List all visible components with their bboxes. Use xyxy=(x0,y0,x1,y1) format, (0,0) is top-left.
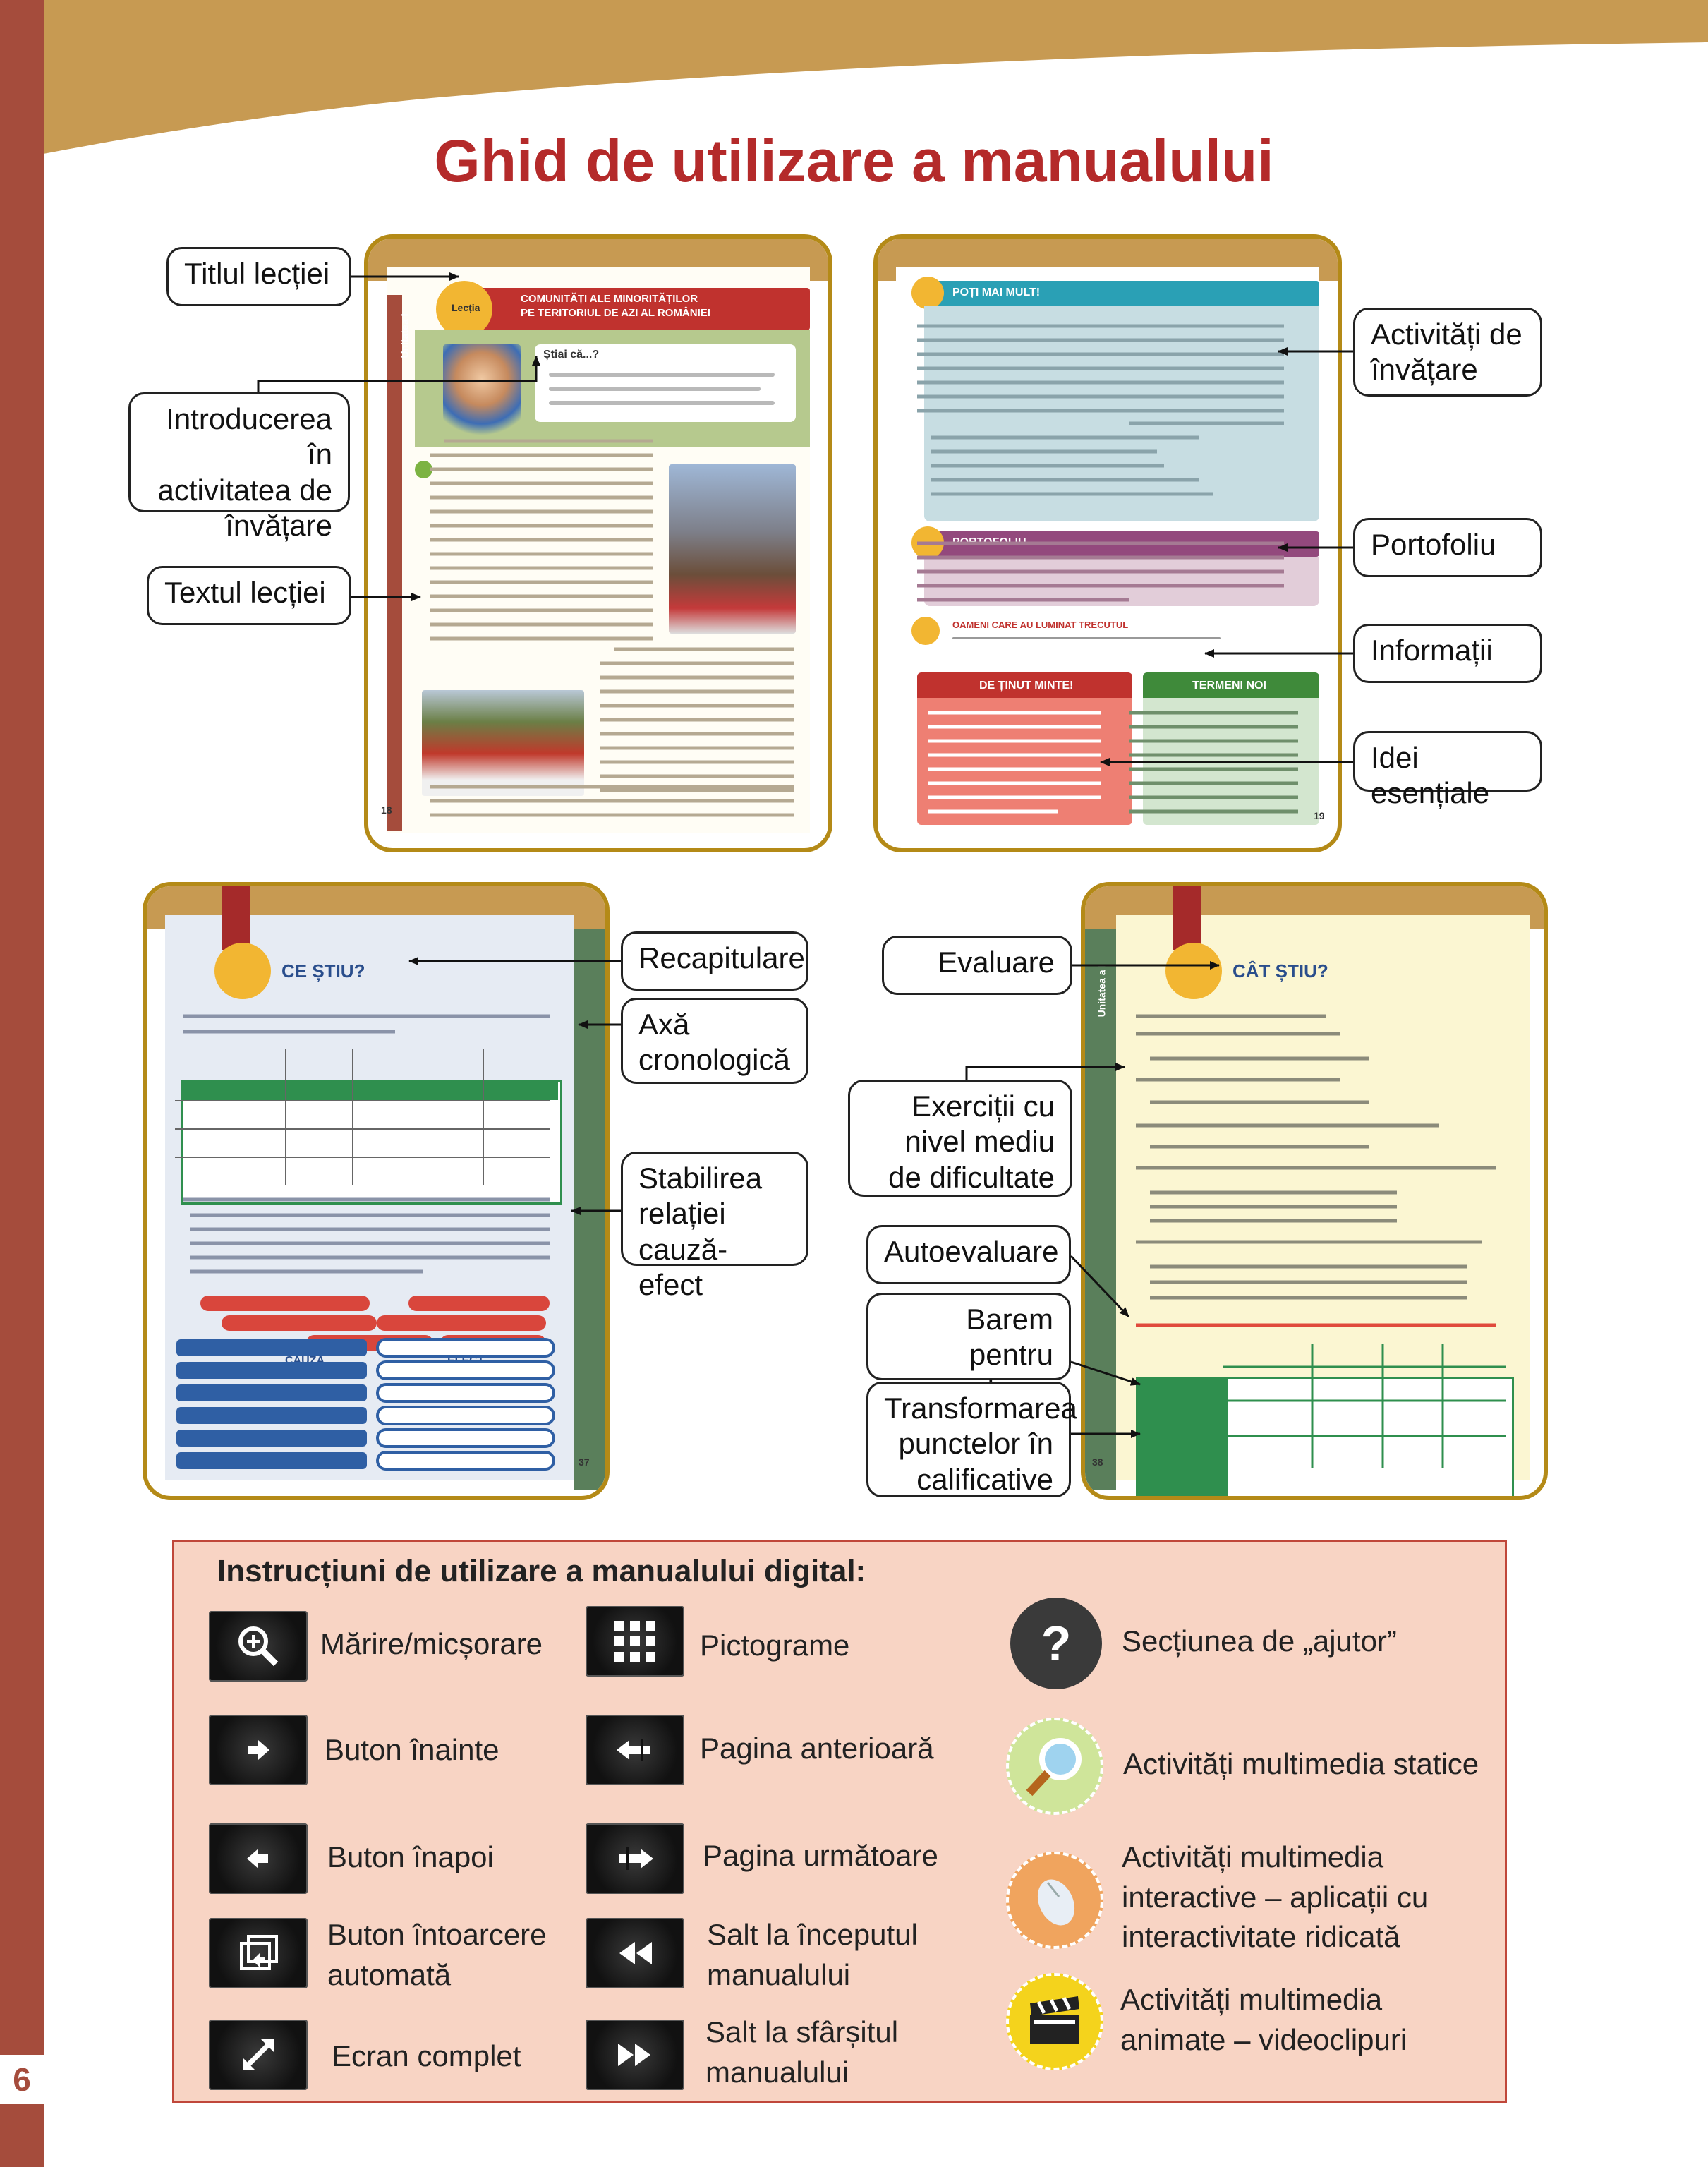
auto-return-icon[interactable] xyxy=(209,1918,308,1988)
auto-return-label: Buton întoarcere automată xyxy=(327,1918,547,1991)
callout-timeline: Axă cronologică xyxy=(621,998,808,1084)
side-bar xyxy=(0,0,44,2167)
recap-heading: CE ȘTIU? xyxy=(281,960,365,982)
digital-instructions-panel xyxy=(172,1540,1507,2103)
previous-page-icon[interactable] xyxy=(586,1715,684,1785)
fullscreen-icon[interactable] xyxy=(209,2020,308,2090)
fast-forward-label: Salt la sfârșitul manualului xyxy=(705,2015,899,2089)
callout-lesson-title: Titlul lecției xyxy=(166,247,351,306)
page-number-19: 19 xyxy=(1314,810,1325,821)
info-heading: OAMENI CARE AU LUMINAT TRECUTUL xyxy=(952,620,1129,630)
lesson-tag: Lecția xyxy=(452,302,480,313)
recap-page-mockup: CE ȘTIU? CAUZĂ EFECT xyxy=(143,882,610,1500)
rewind-label: Salt la începutul manualului xyxy=(707,1918,918,1991)
magnifier-label: Activități multimedia statice xyxy=(1123,1747,1479,1780)
next-page-icon[interactable] xyxy=(586,1823,684,1894)
cause-label: CAUZĂ xyxy=(285,1355,325,1367)
callout-cause-effect: Stabilirea relației cauză-efect xyxy=(621,1152,808,1301)
back-label: Buton înapoi xyxy=(327,1840,494,1873)
back-icon[interactable] xyxy=(209,1823,308,1894)
callout-key-ideas: Idei esențiale xyxy=(1353,731,1542,809)
previous-page-label: Pagina anterioară xyxy=(700,1732,934,1765)
callout-scoring: Barem pentru evaluare xyxy=(866,1293,1071,1407)
magnifier-icon[interactable] xyxy=(1006,1718,1103,1815)
evaluation-page-mockup: CÂT ȘTIU? Unitatea a I xyxy=(1081,882,1548,1500)
page-number-37: 37 xyxy=(579,1456,590,1468)
callout-self-evaluation: Autoevaluare xyxy=(866,1225,1071,1284)
digital-instructions-title: Instrucțiuni de utilizare a manualului d… xyxy=(217,1554,866,1588)
fast-forward-icon[interactable] xyxy=(586,2020,684,2090)
remember-heading: DE ȚINUT MINTE! xyxy=(979,680,1074,692)
unit-label: Unitatea I xyxy=(399,313,411,358)
callout-portfolio: Portofoliu xyxy=(1353,518,1542,577)
forward-icon[interactable] xyxy=(209,1715,308,1785)
grid-label: Pictograme xyxy=(700,1629,850,1662)
mouse-label: Activități multimedia interactive – apli… xyxy=(1122,1840,1429,1954)
lesson-title: COMUNITĂȚI ALE MINORITĂȚILOR PE TERITORI… xyxy=(521,293,710,319)
callout-exercises: Exerciții cu nivel mediu de dificultate xyxy=(848,1080,1072,1197)
callout-recap: Recapitulare xyxy=(621,931,808,991)
effect-label: EFECT xyxy=(447,1355,485,1367)
next-page-label: Pagina următoare xyxy=(703,1839,938,1872)
callout-grading: Transformarea punctelor în calificative xyxy=(866,1382,1077,1497)
rewind-icon[interactable] xyxy=(586,1918,684,1988)
new-terms-heading: TERMENI NOI xyxy=(1192,680,1266,692)
did-you-know: Știai că...? xyxy=(543,349,600,361)
grid-icon[interactable] xyxy=(586,1606,684,1677)
activity-heading: POȚI MAI MULT! xyxy=(952,286,1041,298)
zoom-icon[interactable] xyxy=(209,1611,308,1682)
mouse-icon[interactable] xyxy=(1006,1852,1103,1949)
callout-lesson-text: Textul lecției xyxy=(147,566,351,625)
help-label: Secțiunea de „ajutor” xyxy=(1122,1624,1397,1658)
clapper-icon[interactable] xyxy=(1006,1973,1103,2070)
zoom-label: Mărire/micșorare xyxy=(320,1627,543,1660)
page-number: 6 xyxy=(0,2055,44,2104)
fullscreen-label: Ecran complet xyxy=(332,2039,521,2072)
help-icon[interactable]: ? xyxy=(1010,1598,1102,1689)
lesson-page-mockup-right: POȚI MAI MULT! PORTOFOLIU OAMENI CARE AU… xyxy=(873,234,1342,852)
portfolio-heading: PORTOFOLIU xyxy=(952,536,1026,548)
lesson-page-mockup-left: Unitatea I COMUNITĂȚI ALE MINORITĂȚILOR … xyxy=(364,234,832,852)
callout-introduction: Introducerea în activitatea de învățare xyxy=(128,392,350,542)
page-title: Ghid de utilizare a manualului xyxy=(434,128,1274,194)
evaluation-heading: CÂT ȘTIU? xyxy=(1232,960,1328,982)
clapper-label: Activități multimedia animate – videocli… xyxy=(1120,1983,1407,2056)
callout-learning-activities: Activități de învățare xyxy=(1353,308,1542,397)
forward-label: Buton înainte xyxy=(325,1733,499,1766)
page-number-38: 38 xyxy=(1092,1456,1103,1468)
top-band xyxy=(0,0,1708,162)
page-number-18: 18 xyxy=(381,804,392,816)
unit-label-2: Unitatea a I xyxy=(1096,964,1108,1018)
callout-evaluation: Evaluare xyxy=(882,936,1072,995)
callout-information: Informații xyxy=(1353,624,1542,683)
